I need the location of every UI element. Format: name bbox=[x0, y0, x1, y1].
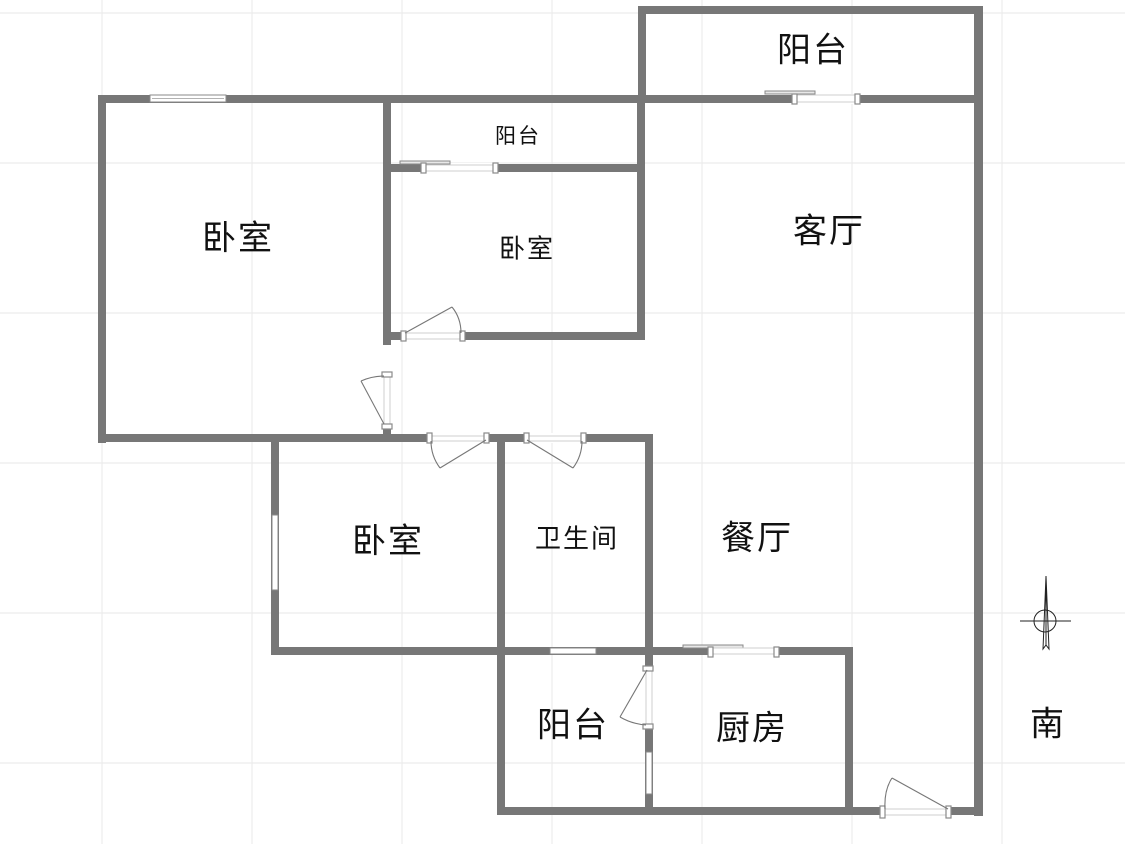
room-label-top-balcony: 阳台 bbox=[777, 30, 849, 71]
room-label-dining-room: 餐厅 bbox=[721, 518, 793, 559]
room-label-bathroom: 卫生间 bbox=[534, 524, 620, 555]
compass-direction-label: 南 bbox=[1030, 704, 1066, 745]
walls bbox=[98, 6, 983, 816]
room-label-third-bedroom: 卧室 bbox=[352, 521, 424, 562]
sliding-doors bbox=[399, 90, 861, 658]
room-label-master-bedroom: 卧室 bbox=[202, 218, 274, 259]
room-label-living-room: 客厅 bbox=[793, 211, 865, 252]
room-label-rear-balcony: 阳台 bbox=[537, 705, 609, 746]
room-label-second-bedroom: 卧室 bbox=[498, 234, 556, 265]
north-arrow-compass-icon bbox=[1020, 575, 1071, 651]
swing-doors bbox=[360, 306, 952, 819]
windows bbox=[149, 94, 653, 795]
room-label-small-balcony: 阳台 bbox=[495, 124, 541, 148]
room-label-kitchen: 厨房 bbox=[716, 708, 788, 749]
